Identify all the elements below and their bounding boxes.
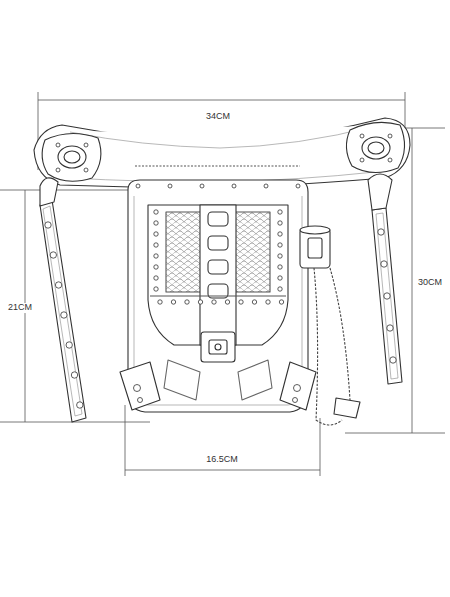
dimension-label: 16.5CM [204,455,240,465]
rivet [388,134,392,138]
rivet [66,342,72,348]
rivet [278,254,282,258]
rivet [294,385,301,392]
rivet [360,134,364,138]
rivet [50,252,56,258]
rivet [154,210,158,214]
rivet [225,300,229,304]
rivet [154,265,158,269]
rivet [56,143,60,147]
rivet [252,300,256,304]
rivet [387,325,393,331]
dimension-lines [0,92,445,476]
rivet [84,143,88,147]
rivet [278,210,282,214]
rivet [198,300,202,304]
dimension-label: 30CM [416,278,444,288]
rivet [56,168,60,172]
rivet [154,287,158,291]
rivet [278,221,282,225]
rivet [212,300,216,304]
rivet [154,221,158,225]
rivet [264,184,268,188]
rivet [266,300,270,304]
rivet [154,276,158,280]
rivet [381,261,387,267]
rivet [278,243,282,247]
rivet [278,276,282,280]
rivet [278,287,282,291]
rivet [232,184,236,188]
rivet [84,168,88,172]
rivet [168,184,172,188]
rivet [134,385,141,392]
rivet [136,184,140,188]
dimension-label: 34CM [204,112,232,122]
rivet [390,357,396,363]
rivet [45,222,51,228]
rivet [71,372,77,378]
rivet [171,300,175,304]
rivet [384,293,390,299]
rivet [293,398,298,403]
rivet [138,398,143,403]
rivet [158,300,162,304]
rivet [154,243,158,247]
rivet [278,232,282,236]
rivet [55,282,61,288]
rivet [185,300,189,304]
rivet [200,184,204,188]
rivet [360,158,364,162]
rivet [154,254,158,258]
bag-drawing [34,118,410,425]
rivet [61,312,67,318]
rivets [45,134,396,408]
rivet [154,232,158,236]
rivet [239,300,243,304]
rivet [278,265,282,269]
dimension-label: 21CM [6,303,34,313]
rivet [378,229,384,235]
rivet [77,402,83,408]
rivet [279,300,283,304]
rivet [388,158,392,162]
rivet [296,184,300,188]
